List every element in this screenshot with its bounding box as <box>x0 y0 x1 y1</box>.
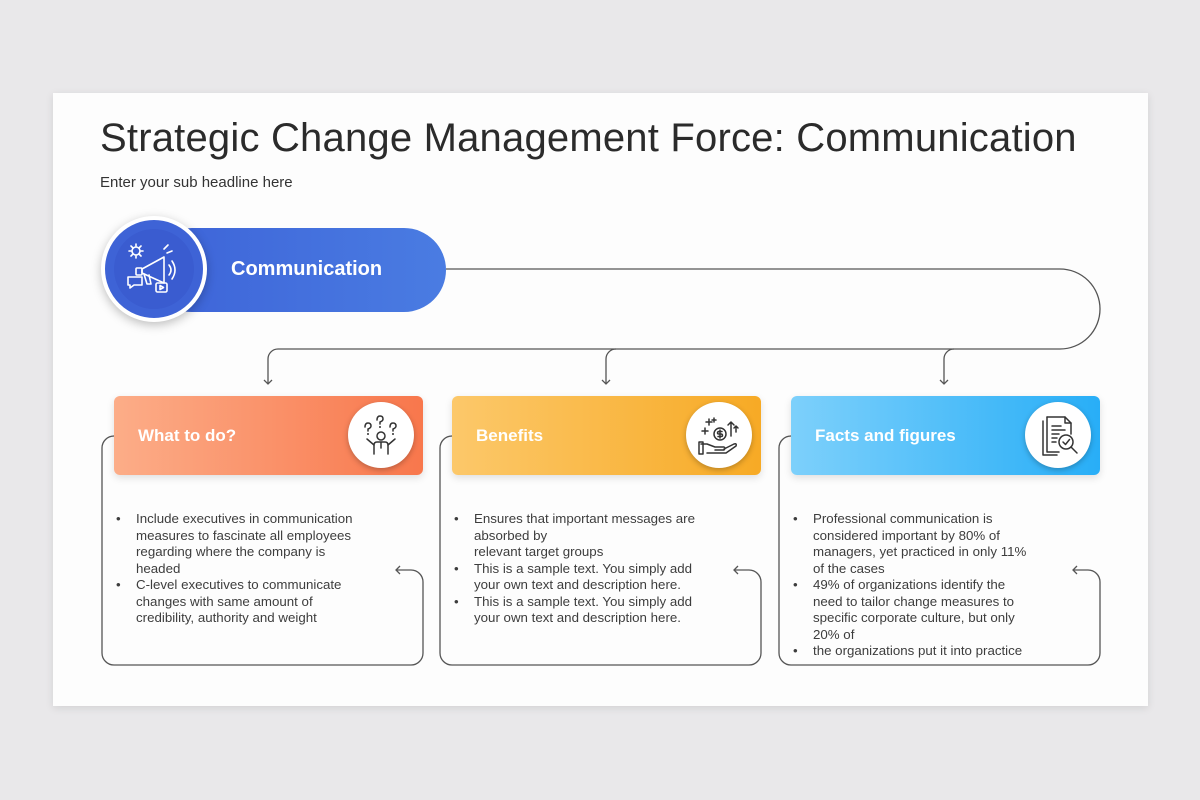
main-connector <box>263 268 1101 385</box>
facts-connector <box>939 348 955 385</box>
document-search-icon <box>1042 416 1078 456</box>
facts-box-outline <box>778 435 1101 666</box>
facts-and-figures-card: Facts and figures <box>791 396 1100 475</box>
communication-label: Communication <box>231 258 383 280</box>
benefits-connector <box>601 348 617 385</box>
list-item: relevant target groups <box>474 544 604 559</box>
facts-and-figures-title: Facts and figures <box>815 426 956 445</box>
confused-person-icon <box>364 415 397 455</box>
list-item: Include executives in communication meas… <box>114 511 359 577</box>
list-item: 49% of organizations identify the need t… <box>791 577 1036 643</box>
list-item: This is a sample text. You simply add yo… <box>452 594 697 627</box>
benefits-list: Ensures that important messages are abso… <box>452 511 697 627</box>
facts-and-figures-list: Professional communication is considered… <box>791 511 1036 660</box>
page-subtitle: Enter your sub headline here <box>100 174 293 191</box>
list-item: This is a sample text. You simply add yo… <box>452 561 697 594</box>
list-item: C-level executives to communicate change… <box>114 577 359 627</box>
benefits-title: Benefits <box>476 426 544 445</box>
page-title: Strategic Change Management Force: Commu… <box>100 116 1077 160</box>
what-to-do-card: What to do? <box>114 396 423 475</box>
benefits-card: Benefits <box>452 396 761 475</box>
list-item: Professional communication is considered… <box>791 511 1036 577</box>
what-to-do-title: What to do? <box>138 426 237 445</box>
benefits-icon-badge <box>686 402 752 468</box>
list-item: Ensures that important messages are abso… <box>452 511 697 544</box>
what-box-outline <box>101 435 424 666</box>
list-item: the organizations put it into practice <box>791 643 1036 660</box>
benefits-box-outline <box>439 435 762 666</box>
megaphone-icon <box>127 243 176 293</box>
communication-icon-badge <box>101 216 207 322</box>
money-growth-icon <box>698 417 739 455</box>
facts-icon-badge <box>1025 402 1091 468</box>
what-to-do-icon-badge <box>348 402 414 468</box>
what-to-do-list: Include executives in communication meas… <box>114 511 359 627</box>
